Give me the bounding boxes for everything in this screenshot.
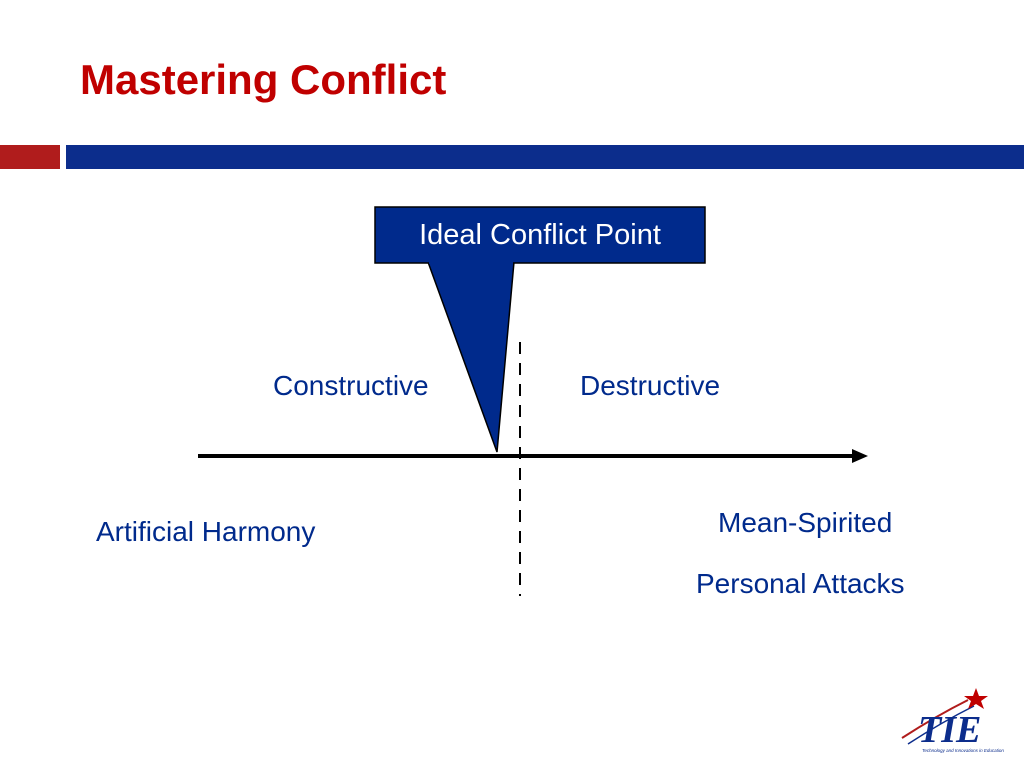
destructive-label: Destructive	[580, 370, 721, 401]
callout-box	[374, 206, 706, 264]
constructive-label: Constructive	[273, 370, 429, 401]
tie-logo: TIE Technology and Innovations in Educat…	[901, 688, 1004, 753]
callout-pointer	[426, 261, 515, 453]
mean-spirited-label: Mean-Spirited	[718, 507, 893, 538]
tie-logo-text: TIE	[918, 709, 981, 751]
continuum-arrowhead	[852, 449, 868, 463]
slide-title: Mastering Conflict	[80, 56, 447, 103]
personal-attacks-label: Personal Attacks	[696, 568, 905, 599]
star-icon	[964, 688, 988, 709]
header-accent-blue-bar	[66, 145, 1024, 169]
callout-label: Ideal Conflict Point	[419, 219, 661, 251]
header-accent-red-bar	[0, 145, 60, 169]
artificial-harmony-label: Artificial Harmony	[96, 516, 316, 547]
tie-logo-tagline: Technology and Innovations in Education	[922, 748, 1004, 753]
